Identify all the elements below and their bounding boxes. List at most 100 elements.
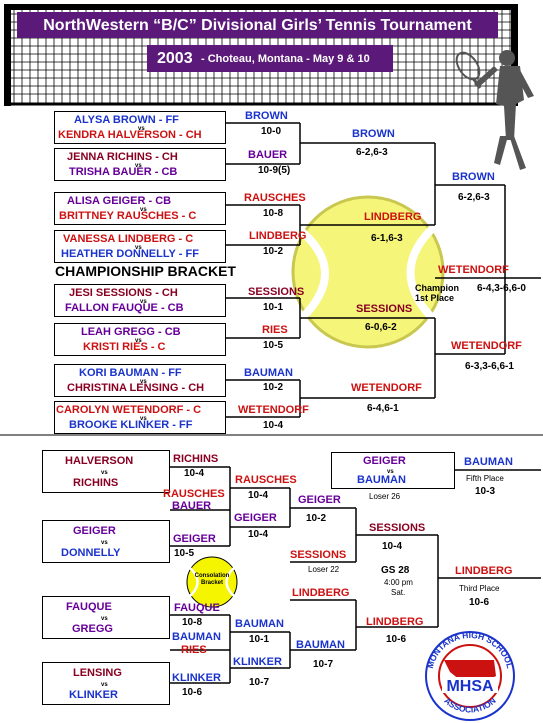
location-date: - Choteau, Montana - May 9 & 10 bbox=[201, 53, 370, 65]
vs-label: vs bbox=[101, 540, 108, 546]
score: 10-4 bbox=[248, 490, 269, 501]
player-name: BAUMAN bbox=[357, 474, 406, 486]
fifth-place-label: Fifth Place bbox=[466, 474, 504, 483]
match-box-5: JESI SESSIONS - CH vs FALLON FAUQUE - CB bbox=[54, 284, 226, 317]
vs-label: vs bbox=[140, 379, 147, 385]
vs-label: vs bbox=[135, 163, 142, 169]
score: 10-7 bbox=[249, 677, 270, 688]
score: 10-1 bbox=[249, 634, 270, 645]
score: 10-7 bbox=[313, 659, 334, 670]
player-name: JESI SESSIONS - CH bbox=[69, 287, 178, 299]
score: 10-0 bbox=[261, 126, 282, 137]
fifth-place-box: GEIGER vs BAUMAN bbox=[331, 452, 455, 489]
score: 10-6 bbox=[469, 597, 490, 608]
feeder-name: BAUER bbox=[172, 500, 212, 512]
player-name: KORI BAUMAN - FF bbox=[79, 367, 182, 379]
vs-label: vs bbox=[138, 126, 145, 132]
winner-label: RAUSCHES bbox=[235, 474, 297, 486]
winner-label: SESSIONS bbox=[248, 286, 305, 298]
vs-label: vs bbox=[101, 682, 108, 688]
score: 10-6 bbox=[386, 634, 407, 645]
winner-label: BROWN bbox=[352, 128, 395, 140]
game-time: 4:00 pm bbox=[384, 578, 413, 587]
score: 6-4,3-6,6-0 bbox=[477, 283, 526, 294]
game-day: Sat. bbox=[391, 588, 406, 597]
subtitle-banner: 2003 - Choteau, Montana - May 9 & 10 bbox=[147, 45, 393, 72]
player-name: KENDRA HALVERSON - CH bbox=[58, 129, 202, 141]
winner-label: SESSIONS bbox=[369, 522, 426, 534]
loser-name: SESSIONS bbox=[290, 549, 347, 561]
winner-label: GEIGER bbox=[234, 512, 277, 524]
winner-label: BAUMAN bbox=[244, 367, 293, 379]
score: 10-9(5) bbox=[258, 165, 291, 176]
score: 6-0,6-2 bbox=[365, 322, 397, 333]
player-name: KRISTI RIES - C bbox=[83, 341, 166, 353]
score: 10-4 bbox=[263, 420, 284, 431]
third-place-label: Third Place bbox=[459, 584, 500, 593]
player-name: VANESSA LINDBERG - C bbox=[63, 233, 194, 245]
vs-label: vs bbox=[387, 469, 394, 475]
fifth-note: Loser 26 bbox=[369, 492, 401, 501]
score: 10-6 bbox=[182, 687, 203, 698]
winner-label: SESSIONS bbox=[356, 303, 413, 315]
championship-bracket-title: CHAMPIONSHIP BRACKET bbox=[55, 263, 236, 279]
winner-label: KLINKER bbox=[172, 672, 221, 684]
vs-label: vs bbox=[140, 299, 147, 305]
mhsa-logo-text: MHSA bbox=[446, 678, 494, 695]
player-name: HEATHER DONNELLY - FF bbox=[61, 248, 199, 260]
winner-label: BAUMAN bbox=[296, 639, 345, 651]
player-name: RICHINS bbox=[73, 477, 119, 489]
vs-label: vs bbox=[135, 338, 142, 344]
player-name: ALISA GEIGER - CB bbox=[67, 195, 172, 207]
player-name: ALYSA BROWN - FF bbox=[74, 114, 179, 126]
feeder-name: BAUMAN bbox=[172, 631, 221, 643]
feeder-name: RAUSCHES bbox=[163, 488, 225, 500]
feeder-name: RIES bbox=[181, 644, 207, 656]
game-id: GS 28 bbox=[381, 565, 410, 576]
player-name: BRITTNEY RAUSCHES - C bbox=[59, 210, 197, 222]
player-name: HALVERSON bbox=[65, 455, 134, 467]
winner-label: FAUQUE bbox=[174, 602, 220, 614]
consolation-ball-label: Consolation Bracket bbox=[194, 573, 230, 587]
player-name: LENSING bbox=[73, 667, 122, 679]
winner-label: LINDBERG bbox=[249, 230, 307, 242]
score: 10-2 bbox=[306, 513, 327, 524]
winner-label: RAUSCHES bbox=[244, 192, 306, 204]
score: 10-8 bbox=[263, 208, 284, 219]
winner-label: WETENDORF bbox=[451, 340, 522, 352]
winner-label: WETENDORF bbox=[351, 382, 422, 394]
player-name: FALLON FAUQUE - CB bbox=[65, 302, 184, 314]
score: 10-5 bbox=[174, 548, 195, 559]
match-box-8: CAROLYN WETENDORF - C vs BROOKE KLINKER … bbox=[54, 401, 226, 434]
player-name: TRISHA BAUER - CB bbox=[69, 166, 178, 178]
score: 10-8 bbox=[182, 617, 203, 628]
score: 10-1 bbox=[263, 302, 284, 313]
winner-label: WETENDORF bbox=[238, 404, 309, 416]
player-name: JENNA RICHINS - CH bbox=[67, 151, 178, 163]
winner-label: BAUER bbox=[248, 149, 288, 161]
score: 6-3,3-6,6-1 bbox=[465, 361, 514, 372]
score: 10-4 bbox=[382, 541, 403, 552]
champion-name: WETENDORF bbox=[438, 264, 509, 276]
first-place-label: 1st Place bbox=[415, 293, 455, 303]
vs-label: vs bbox=[140, 207, 147, 213]
winner-label: BROWN bbox=[245, 110, 288, 122]
match-box-2: JENNA RICHINS - CH vs TRISHA BAUER - CB bbox=[54, 148, 226, 181]
player-name: CHRISTINA LENSING - CH bbox=[67, 382, 205, 394]
score: 10-4 bbox=[184, 468, 205, 479]
vs-label: vs bbox=[101, 470, 108, 476]
third-place-name: LINDBERG bbox=[455, 565, 513, 577]
score: 6-1,6-3 bbox=[371, 233, 403, 244]
match-box-6: LEAH GREGG - CB vs KRISTI RIES - C bbox=[54, 323, 226, 356]
consolation-box-4: LENSING vs KLINKER bbox=[42, 662, 170, 705]
year: 2003 bbox=[157, 50, 193, 67]
match-box-4: VANESSA LINDBERG - C vs HEATHER DONNELLY… bbox=[54, 230, 226, 263]
winner-label: BROWN bbox=[452, 171, 495, 183]
player-name: FAUQUE bbox=[66, 601, 112, 613]
score: 6-4,6-1 bbox=[367, 403, 399, 414]
match-box-1: ALYSA BROWN - FF vs KENDRA HALVERSON - C… bbox=[54, 111, 226, 144]
mhsa-logo: MONTANA HIGH SCHOOL ASSOCIATION bbox=[425, 630, 515, 721]
loser-note: Loser 22 bbox=[308, 565, 340, 574]
winner-label: LINDBERG bbox=[366, 616, 424, 628]
winner-label: GEIGER bbox=[173, 533, 216, 545]
